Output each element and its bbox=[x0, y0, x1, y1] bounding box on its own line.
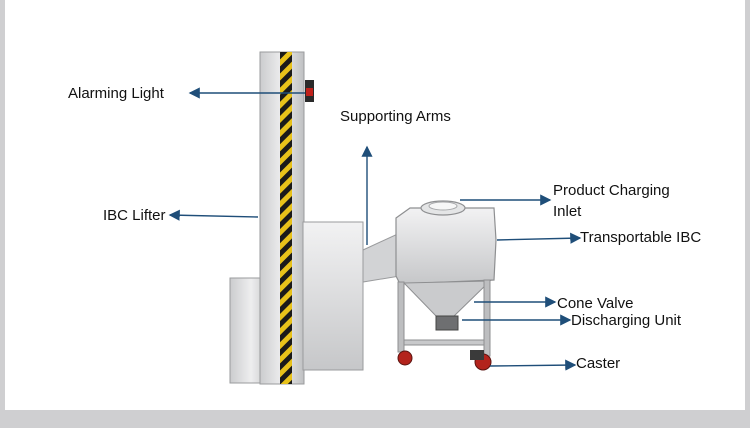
label-caster: Caster bbox=[576, 355, 621, 372]
label-cone-valve: Cone Valve bbox=[557, 295, 634, 312]
label-ibc-lifter: IBC Lifter bbox=[103, 207, 166, 224]
hazard-stripe bbox=[280, 52, 292, 384]
lifter-carriage bbox=[302, 221, 364, 371]
arrow-transportable-ibc bbox=[496, 232, 582, 244]
discharge-valve bbox=[435, 315, 459, 331]
label-transportable-ibc: Transportable IBC bbox=[580, 229, 702, 246]
label-alarming-light: Alarming Light bbox=[68, 85, 164, 102]
arrow-ibc-lifter bbox=[168, 209, 259, 221]
white-panel bbox=[5, 0, 745, 410]
caster-left bbox=[397, 350, 413, 366]
label-product-charging-inlet-line2: Inlet bbox=[553, 203, 582, 220]
ibc-body bbox=[395, 207, 497, 285]
label-discharging-unit: Discharging Unit bbox=[571, 312, 682, 329]
arrow-caster bbox=[489, 359, 577, 371]
label-product-charging-inlet-line1: Product Charging bbox=[553, 182, 670, 199]
label-supporting-arms: Supporting Arms bbox=[340, 108, 451, 125]
